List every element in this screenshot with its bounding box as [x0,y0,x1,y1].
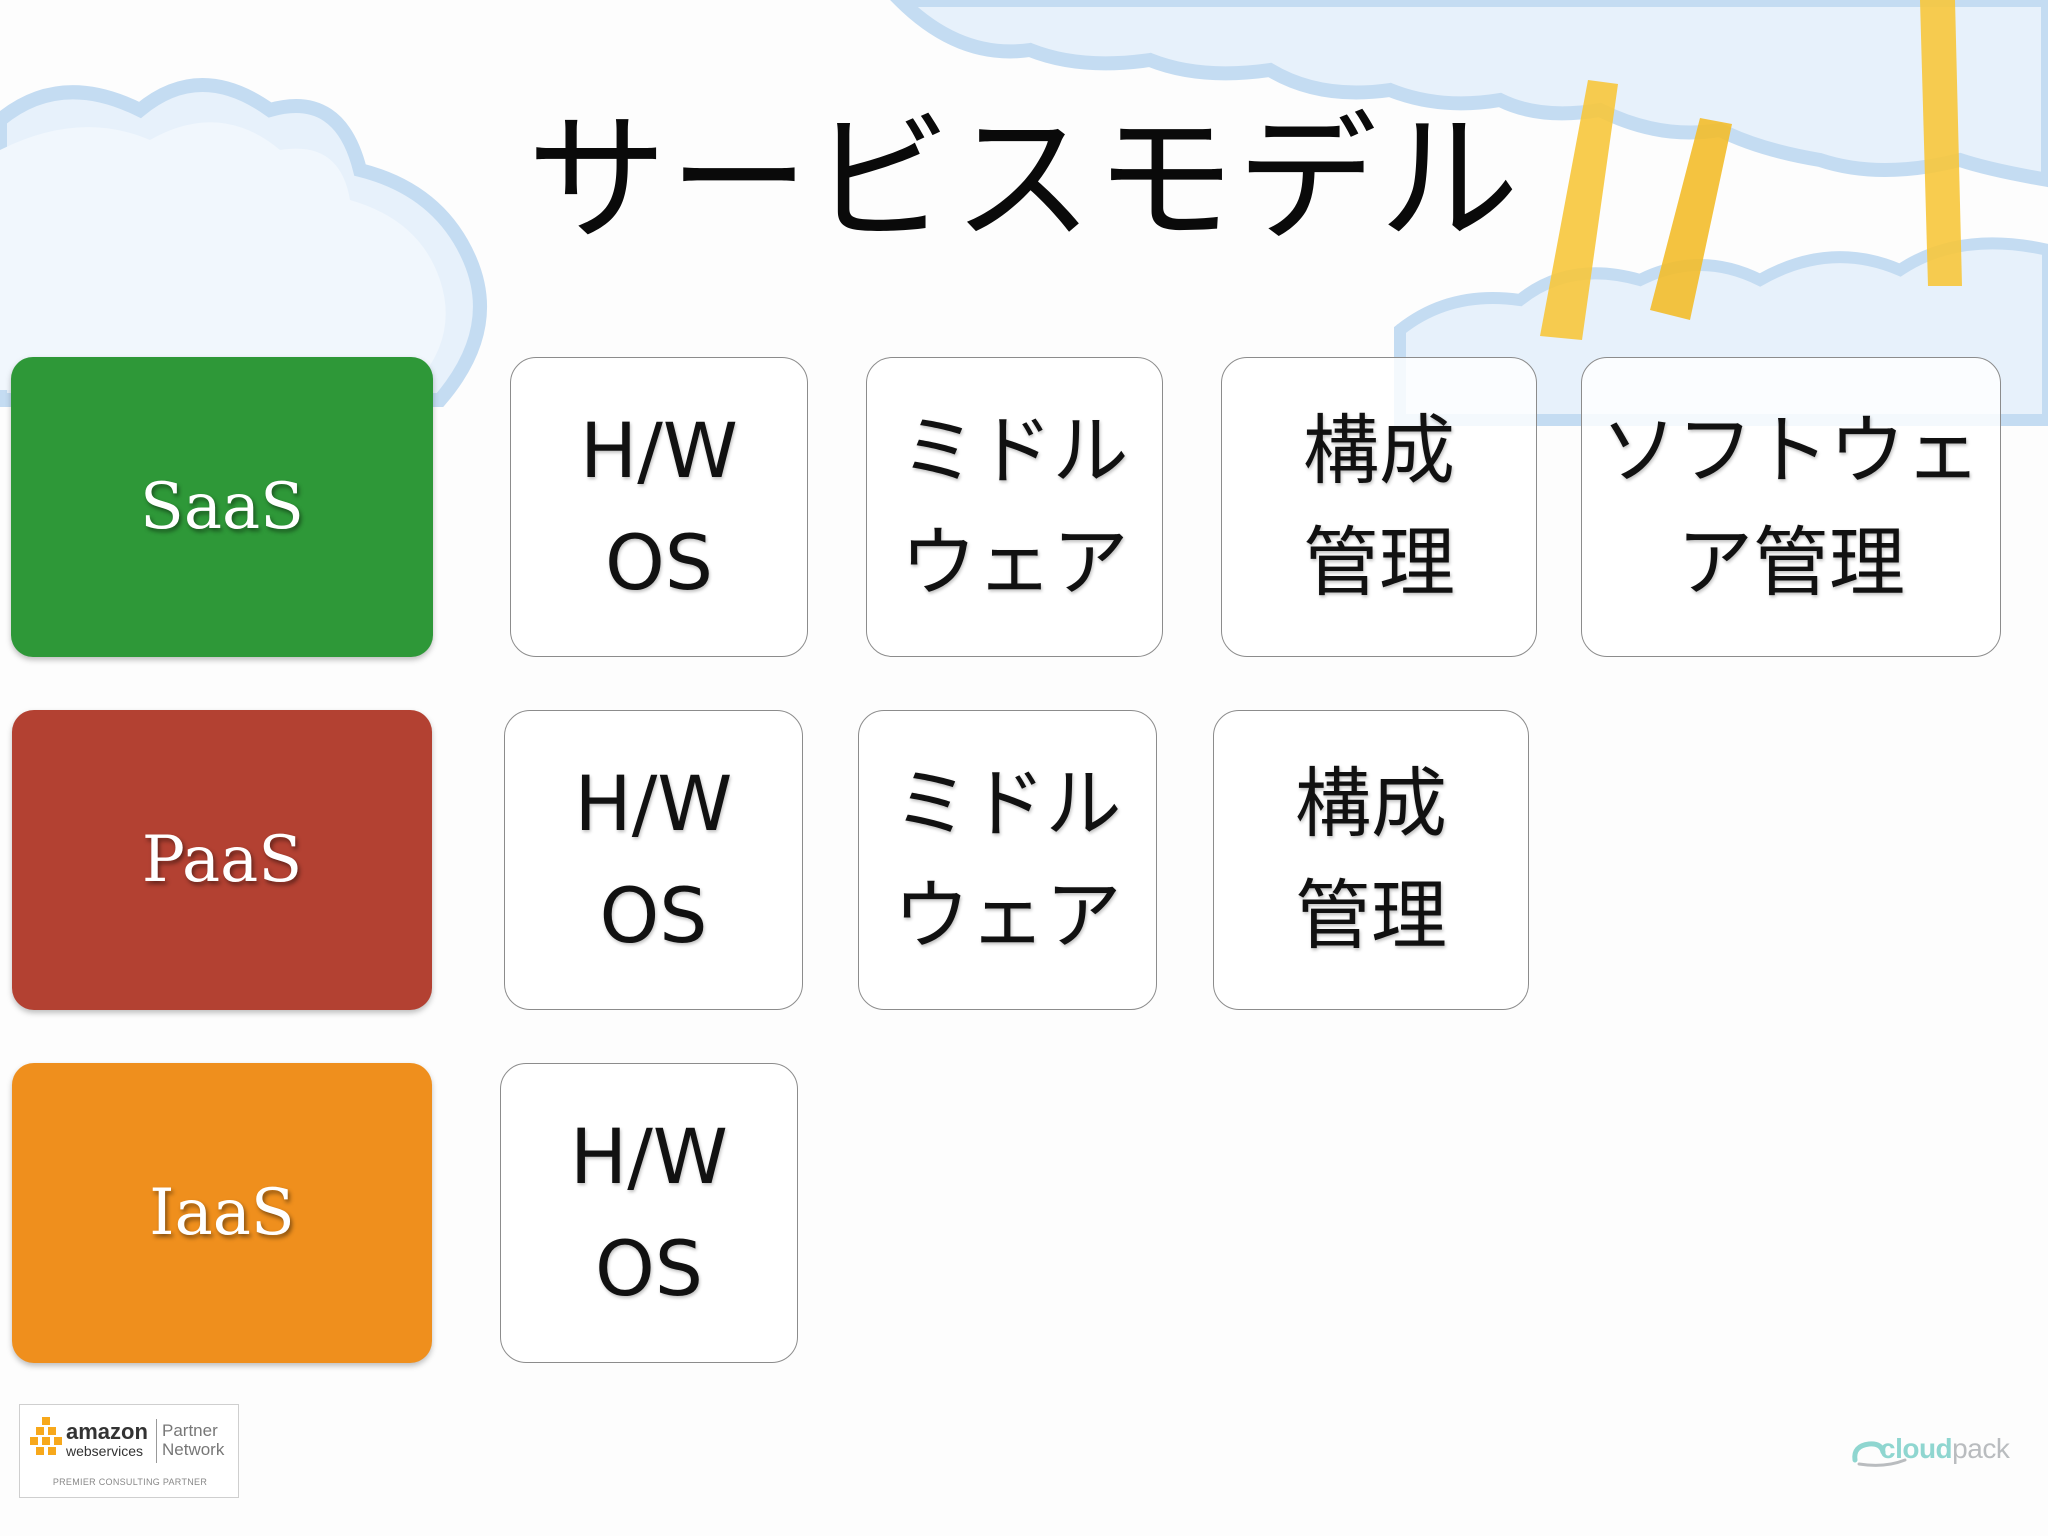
model-label: PaaS [141,823,303,897]
layer-card: H/W OS [500,1063,798,1363]
layer-line1: H/W [580,406,738,495]
model-label: SaaS [140,470,304,544]
cloudpack-logo: cloudpack [1880,1433,2010,1465]
slide-title: サービスモデル [526,99,1521,262]
aws-partner-logo: amazon webservices Partner Network PREMI… [19,1404,239,1498]
layer-line2: OS [594,1224,704,1313]
model-paas: PaaS [12,710,432,1010]
aws-partner-line2: Network [162,1440,225,1459]
cloudpack-brand-b: pack [1952,1433,2010,1464]
layer-card: 構成管理 [1213,710,1529,1010]
layer-line2: OS [604,518,714,607]
layer-card: H/W OS [504,710,803,1010]
layer-line1: ミドル [900,406,1129,495]
aws-tagline: PREMIER CONSULTING PARTNER [52,1477,208,1487]
layer-card: 構成管理 [1221,357,1537,657]
layer-card: ソフトウェア管理 [1581,357,2001,657]
layer-line2: 管理 [1295,871,1447,960]
aws-sub: webservices [66,1443,144,1459]
layer-line2: 管理 [1303,518,1455,607]
layer-line2: ウェア [893,871,1122,960]
layer-card: ミドルウェア [858,710,1157,1010]
aws-partner-network: Partner Network [162,1421,224,1459]
layer-card: ミドルウェア [866,357,1163,657]
model-saas: SaaS [11,357,433,657]
layer-line2: OS [599,871,708,960]
cloudpack-brand-a: cloud [1880,1433,1953,1464]
sun-rays [1540,0,1962,340]
layer-card: H/W OS [510,357,808,657]
cloudpack-swoosh-icon [1852,1441,1907,1467]
aws-partner-line1: Partner [162,1421,218,1440]
aws-divider [156,1419,157,1463]
aws-cubes-icon [30,1417,62,1455]
left-cloud [0,78,487,407]
model-label: IaaS [149,1176,295,1250]
layer-line2: ウェア [900,518,1129,607]
layer-line1: 構成 [1295,759,1447,848]
layer-line1: ソフトウェ [1601,406,1981,495]
layer-line1: H/W [574,759,733,848]
model-iaas: IaaS [12,1063,432,1363]
layer-line1: 構成 [1303,406,1455,495]
layer-line1: ミドル [893,759,1122,848]
layer-line2: ア管理 [1677,518,1905,607]
aws-brand: amazon [66,1419,148,1444]
layer-line1: H/W [570,1112,728,1201]
